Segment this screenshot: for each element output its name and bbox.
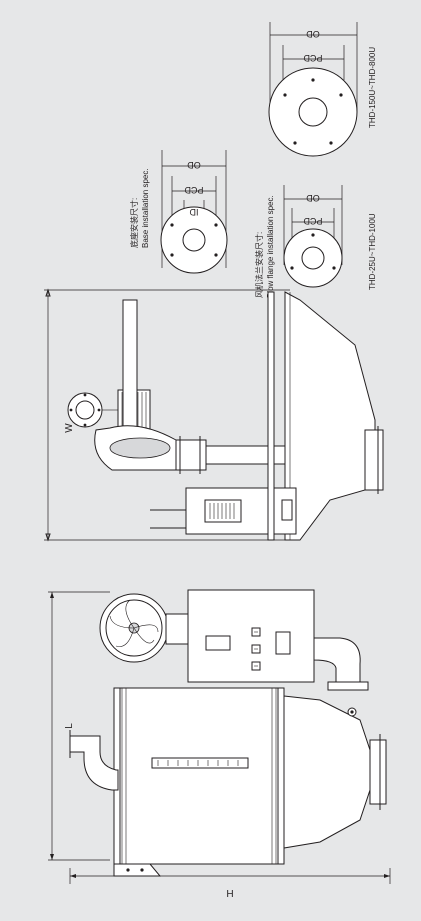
model-large-label: THD-150U~THD-800U xyxy=(368,47,377,128)
blow-flange-detail: OD PCD 风机法兰安装尺寸: Blow flange installatio… xyxy=(254,185,377,298)
h-dimension-label: H xyxy=(226,887,233,898)
side-view: W xyxy=(44,288,384,542)
base-caption-cn: 底座安装尺寸: xyxy=(129,198,139,248)
od-label: OD xyxy=(306,193,320,203)
od-label: OD xyxy=(306,29,320,39)
front-view: L H xyxy=(48,589,391,898)
base-caption-en: Base installation spec. xyxy=(141,168,150,248)
blow-caption-cn: 风机法兰安装尺寸: xyxy=(254,232,264,298)
model-small-label: THD-25U~THD-100U xyxy=(368,213,377,290)
pcd-label: PCD xyxy=(184,185,204,195)
pcd-label: PCD xyxy=(303,216,323,226)
od-label: OD xyxy=(187,160,201,170)
blow-caption-en: Blow flange installation spec. xyxy=(266,195,275,298)
base-installation-detail: OD PCD ID 底座安装尺寸: Base installation spec… xyxy=(129,150,228,274)
l-dimension-label: L xyxy=(64,723,75,729)
w-dimension-label: W xyxy=(64,423,75,433)
id-label: ID xyxy=(189,207,199,217)
blow-flange-large-detail: OD PCD THD-150U~THD-800U xyxy=(268,22,377,157)
pcd-label: PCD xyxy=(303,53,323,63)
